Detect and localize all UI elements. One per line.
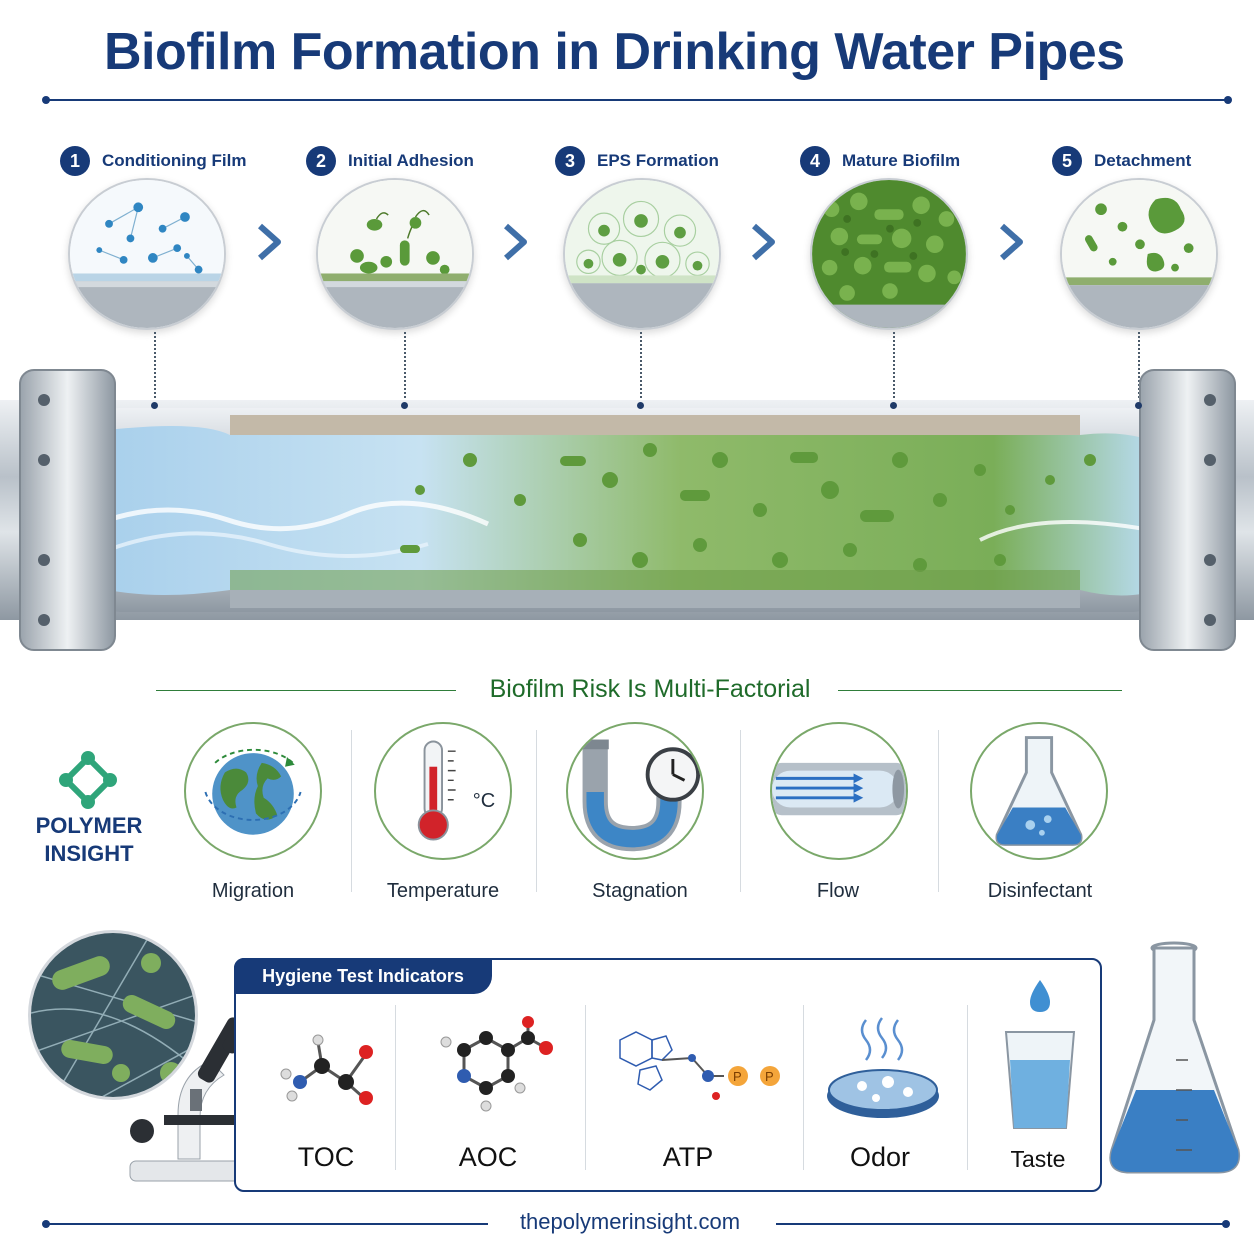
mature-biofilm-illustration [810, 178, 968, 330]
factor-separator [740, 730, 741, 892]
title-divider [48, 99, 1228, 101]
factor-separator [351, 730, 352, 892]
indicator-separator [395, 1005, 396, 1170]
divider-dot-left [42, 96, 50, 104]
odor-label: Odor [849, 1142, 911, 1172]
stage-1-marker [151, 402, 158, 409]
chevron-right-icon [1000, 223, 1023, 261]
microscope-icon [129, 1006, 258, 1182]
stage-1-label: 1 Conditioning Film [60, 146, 246, 176]
logo-line-1: POLYMER [35, 813, 143, 838]
stage-number: 1 [60, 146, 90, 176]
eps-formation-illustration [563, 178, 721, 330]
page-title: Biofilm Formation in Drinking Water Pipe… [104, 23, 1125, 81]
aoc-molecule-icon [440, 1016, 553, 1112]
migration-label: Migration [211, 880, 295, 902]
stage-5-marker [1135, 402, 1142, 409]
chevron-right-icon [752, 223, 775, 261]
flask-icon [1109, 941, 1241, 1174]
chevron-right-icon [258, 223, 281, 261]
stage-1-leader [154, 332, 156, 406]
stage-3-label: 3 EPS Formation [555, 146, 719, 176]
temperature-unit: °C [472, 790, 496, 812]
stage-number: 4 [800, 146, 830, 176]
toc-label: TOC [297, 1142, 355, 1172]
stage-4-label: 4 Mature Biofilm [800, 146, 960, 176]
disinfectant-factor-circle [970, 722, 1108, 860]
stage-title: Initial Adhesion [348, 151, 474, 170]
stage-number: 3 [555, 146, 585, 176]
indicator-separator [585, 1005, 586, 1170]
atp-label: ATP [662, 1142, 714, 1172]
indicator-separator [967, 1005, 968, 1170]
conditioning-film-illustration [68, 178, 226, 330]
stage-2-marker [401, 402, 408, 409]
detachment-illustration [1060, 178, 1218, 330]
migration-factor-circle [184, 722, 322, 860]
stagnation-label: Stagnation [592, 880, 688, 902]
atp-molecule-icon: P P [619, 1031, 780, 1100]
stage-3-marker [637, 402, 644, 409]
factor-separator [536, 730, 537, 892]
taste-label: Taste [1010, 1146, 1066, 1172]
stage-number: 2 [306, 146, 336, 176]
chevron-right-icon [504, 223, 527, 261]
stage-4-leader [893, 332, 895, 406]
footer-divider-left [48, 1223, 488, 1225]
svg-text:P: P [733, 1069, 742, 1084]
odor-petri-dish-icon [827, 1017, 939, 1118]
indicator-separator [803, 1005, 804, 1170]
footer-dot-right [1222, 1220, 1230, 1228]
stage-5-leader [1138, 332, 1140, 406]
disinfectant-label: Disinfectant [987, 880, 1093, 902]
hygiene-title: Hygiene Test Indicators [234, 958, 492, 994]
stage-title: Conditioning Film [102, 151, 247, 170]
aoc-label: AOC [458, 1142, 518, 1172]
footer-website: thepolymerinsight.com [519, 1209, 741, 1234]
divider-dot-right [1224, 96, 1232, 104]
pipe-cross-section [0, 369, 1254, 651]
toc-molecule-icon [280, 1034, 373, 1105]
stage-4-marker [890, 402, 897, 409]
svg-text:P: P [765, 1069, 774, 1084]
flow-label: Flow [816, 880, 860, 902]
taste-water-glass-icon [1004, 980, 1076, 1129]
flow-factor-circle [770, 722, 908, 860]
sem-biofilm-image [28, 930, 198, 1100]
factors-title: Biofilm Risk Is Multi-Factorial [489, 675, 811, 703]
polymer-insight-logo-icon [59, 751, 117, 809]
stage-5-label: 5 Detachment [1052, 146, 1191, 176]
footer-divider-right [776, 1223, 1224, 1225]
logo-line-2: INSIGHT [44, 841, 134, 866]
stage-title: Mature Biofilm [842, 151, 961, 170]
footer-dot-left [42, 1220, 50, 1228]
stage-2-label: 2 Initial Adhesion [306, 146, 474, 176]
factors-divider-right [838, 690, 1122, 691]
stage-2-leader [404, 332, 406, 406]
stage-title: Detachment [1094, 151, 1192, 170]
temperature-factor-circle [374, 722, 512, 860]
factors-divider-left [156, 690, 456, 691]
stage-3-leader [640, 332, 642, 406]
stage-number: 5 [1052, 146, 1082, 176]
stage-title: EPS Formation [597, 151, 719, 170]
hygiene-indicators-panel [234, 958, 1102, 1192]
initial-adhesion-illustration [316, 178, 474, 330]
factor-separator [938, 730, 939, 892]
stagnation-factor-circle [566, 722, 704, 860]
temperature-label: Temperature [386, 880, 500, 902]
